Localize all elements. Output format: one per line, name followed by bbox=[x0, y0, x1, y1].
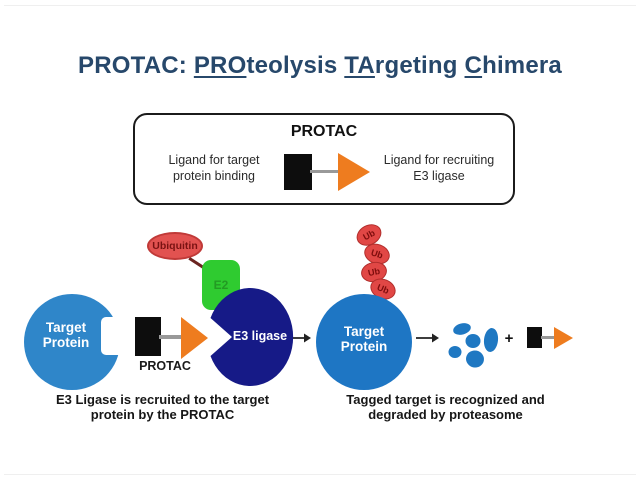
title-part: rgeting bbox=[374, 52, 465, 79]
title-underlined-ta: TA bbox=[344, 52, 375, 79]
ub-label: Ub bbox=[375, 282, 391, 296]
ub-label: Ub bbox=[369, 247, 385, 261]
legend-left-label: Ligand for target protein binding bbox=[149, 153, 279, 184]
e3-ligase-label: E3 ligase bbox=[232, 329, 288, 343]
legend-right-line1: Ligand for recruiting bbox=[383, 153, 495, 167]
recycled-linker-line bbox=[541, 336, 557, 339]
recycled-ligand-block bbox=[527, 327, 542, 348]
linker-line bbox=[310, 170, 344, 173]
legend-right-line2: E3 ligase bbox=[413, 168, 465, 183]
ubiquitin-ellipse: Ubiquitin bbox=[147, 232, 203, 260]
plus-sign: + bbox=[504, 330, 514, 347]
protac-ligand-block bbox=[135, 317, 161, 356]
target-protein-left-label: Target Protein bbox=[24, 320, 108, 350]
protac-molecule-label: PROTAC bbox=[139, 359, 191, 373]
page-title: PROTAC: PROteolysis TArgeting Chimera bbox=[0, 52, 640, 80]
target-right-line2: Protein bbox=[340, 339, 388, 354]
target-protein-circle-right bbox=[316, 294, 412, 390]
title-part: teolysis bbox=[246, 52, 345, 79]
legend-right-label: Ligand for recruiting E3 ligase bbox=[359, 153, 519, 184]
protac-e3-arrow-icon bbox=[181, 317, 208, 359]
ub-label: Ub bbox=[361, 227, 377, 243]
legend-heading: PROTAC bbox=[290, 123, 358, 140]
target-left-line2: Protein bbox=[42, 335, 90, 350]
slide-top-edge bbox=[4, 5, 636, 6]
recycled-arrow-icon bbox=[554, 327, 573, 349]
target-protein-right-label: Target Protein bbox=[316, 324, 412, 354]
protac-linker-line bbox=[159, 335, 185, 339]
slide-bottom-edge bbox=[4, 474, 636, 475]
caption-right: Tagged target is recognized and degraded… bbox=[318, 392, 573, 422]
title-part: PROTAC: bbox=[78, 52, 194, 79]
e3-ligand-arrow-icon bbox=[338, 153, 370, 191]
title-underlined-c: C bbox=[464, 52, 483, 79]
title-underlined-pro: PRO bbox=[193, 52, 247, 79]
legend-left-line1: Ligand for target bbox=[168, 153, 260, 167]
protein-fragments bbox=[448, 323, 499, 368]
protac-legend-box: PROTAC Ligand for target protein binding… bbox=[133, 113, 515, 205]
caption-left-line2: protein by the PROTAC bbox=[90, 406, 235, 422]
target-ligand-block bbox=[284, 154, 312, 190]
legend-left-line2: protein binding bbox=[172, 168, 255, 183]
title-part: himera bbox=[482, 52, 562, 79]
e3-ligase-shape bbox=[210, 288, 294, 386]
caption-left: E3 Ligase is recruited to the target pro… bbox=[25, 392, 300, 422]
e2-label: E2 bbox=[213, 278, 229, 292]
caption-right-line2: degraded by proteasome bbox=[368, 406, 523, 422]
caption-left-line1: E3 Ligase is recruited to the target bbox=[55, 392, 270, 407]
ubiquitin-label: Ubiquitin bbox=[152, 240, 198, 252]
target-right-line1: Target bbox=[343, 324, 385, 339]
ub-label: Ub bbox=[367, 265, 381, 279]
caption-right-line1: Tagged target is recognized and bbox=[346, 392, 545, 407]
target-binding-notch bbox=[101, 317, 126, 355]
target-left-line1: Target bbox=[45, 320, 87, 335]
right-arrow-icon bbox=[416, 333, 439, 343]
